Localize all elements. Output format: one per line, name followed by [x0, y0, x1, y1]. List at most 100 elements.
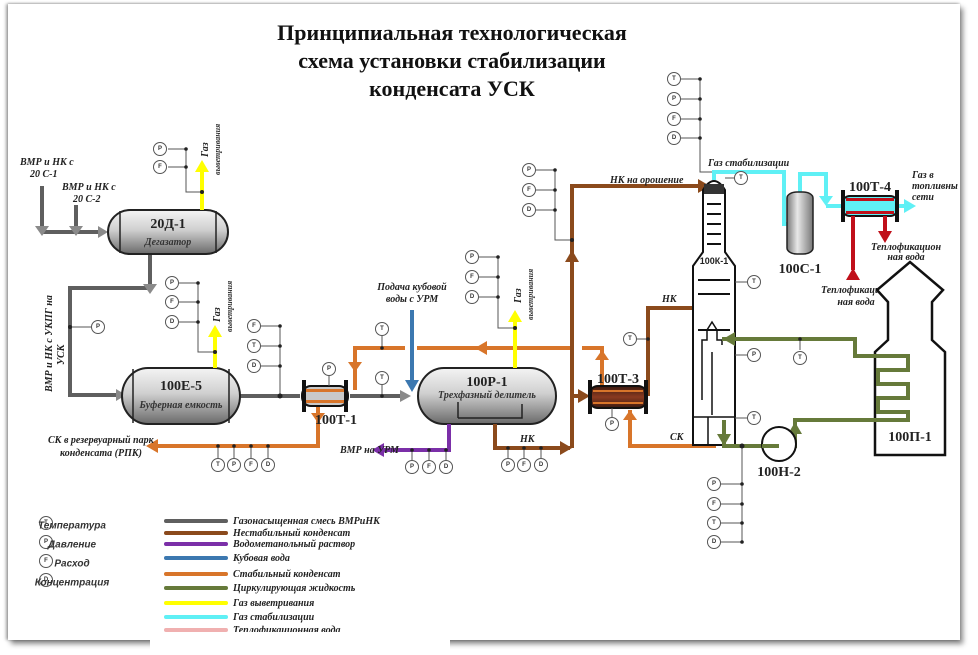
- instrument-p-icon: P: [667, 92, 681, 106]
- separator-nk-outlet: [493, 424, 570, 450]
- furnace-coil-loop: [722, 337, 910, 448]
- buffer-gas-label-l1: Газ: [212, 307, 223, 323]
- heat-exchanger-100t4[interactable]: 100Т-4: [841, 180, 899, 222]
- legend-line-label: Кубовая вода: [232, 553, 290, 564]
- instrument-p-icon: P: [405, 460, 419, 474]
- legend-instrument-label: Температура: [38, 521, 106, 532]
- instrument-f-icon: F: [707, 497, 721, 511]
- instrument-p-icon: [39, 535, 53, 549]
- degasser-20d1[interactable]: 20Д-1 Дегазатор: [107, 209, 229, 255]
- heat-exchanger-100t1[interactable]: 100Т-1: [301, 375, 357, 428]
- svg-text:P: P: [527, 167, 531, 173]
- legend-line-label: Теплофикационная вода: [233, 625, 340, 636]
- heating-water-pipes: Теплофикацион ная вода Теплофикацион ная…: [821, 216, 941, 308]
- instrument-t-icon: T: [747, 411, 761, 425]
- arrow-icon: [623, 410, 637, 420]
- hx3-tag: 100Т-3: [597, 372, 639, 387]
- legend-line-item: Теплофикационная вода: [164, 625, 340, 636]
- sk-storage-label-l2: конденсата (РПК): [60, 448, 142, 459]
- heat-exchanger-100t3[interactable]: 100Т-3: [588, 372, 648, 418]
- legend-line-item: Нестабильный конденсат: [164, 528, 350, 539]
- buffer-outlet-instrument-taps: [260, 324, 283, 399]
- legend-line-label: Стабильный конденсат: [233, 569, 341, 580]
- instrument-f-icon: F: [667, 112, 681, 126]
- three-phase-separator-100p1[interactable]: 100Р-1 Трехфазный делитель: [417, 367, 557, 425]
- instrument-t-icon: T: [211, 458, 225, 472]
- vessel-c1-tag: 100С-1: [779, 262, 822, 277]
- ukpg-label-l1: ВМР и НК с УКПГ на: [44, 295, 55, 393]
- degasser-weathering-gas: Газ выветривания: [168, 124, 222, 210]
- buffer-tag: 100Е-5: [160, 379, 202, 394]
- arrow-icon: [578, 389, 590, 403]
- degasser-gas-label-l1: Газ: [200, 142, 211, 158]
- nk-feed-pipe: [646, 306, 694, 396]
- legend-instrument-item: F Расход: [39, 554, 90, 570]
- svg-text:D: D: [252, 363, 257, 369]
- circulating-liquid-arrows: [717, 332, 802, 446]
- instrument-f-icon: F: [522, 183, 536, 197]
- fuel-gas-label-l2: топливны: [912, 181, 958, 192]
- svg-text:P: P: [44, 539, 48, 545]
- arrow-icon: [846, 268, 860, 280]
- legend-instrument-label: Расход: [54, 559, 89, 570]
- separator-gas-label-l2: выветривания: [526, 269, 535, 320]
- pump-100n2[interactable]: 100Н-2: [757, 426, 801, 480]
- svg-text:F: F: [44, 558, 48, 564]
- title-line-3: конденсата УСК: [369, 76, 535, 101]
- sk-return-instrument-tap: [380, 336, 384, 398]
- instrument-p-icon: P: [501, 458, 515, 472]
- arrow-icon: [788, 422, 802, 434]
- unstable-condensate-pipes: [493, 184, 700, 450]
- instrument-p-icon: P: [322, 362, 336, 376]
- stabilization-column-100k1[interactable]: 100К-1: [692, 180, 736, 446]
- instrument-f-icon: F: [153, 160, 167, 174]
- instrument-t-icon: T: [375, 371, 389, 385]
- instrument-p-icon: P: [747, 348, 761, 362]
- legend-line-item: Кубовая вода: [164, 553, 290, 564]
- svg-text:P: P: [327, 366, 331, 372]
- instrument-t-icon: T: [667, 72, 681, 86]
- svg-text:P: P: [506, 462, 510, 468]
- arrow-icon: [146, 439, 158, 453]
- instrument-t-icon: T: [247, 339, 261, 353]
- svg-text:P: P: [96, 324, 100, 330]
- heat-water-in-l2: ная вода: [837, 297, 874, 308]
- svg-text:P: P: [672, 96, 676, 102]
- arrow-icon: [565, 250, 579, 262]
- degasser-gas-label-l2: выветривания: [213, 124, 222, 175]
- svg-text:F: F: [672, 116, 676, 122]
- arrow-icon: [400, 390, 411, 402]
- legend-line-item: Циркулирующая жидкость: [164, 583, 356, 594]
- arrow-icon: [723, 332, 735, 346]
- arrow-icon: [878, 231, 892, 243]
- instrument-f-icon: F: [165, 295, 179, 309]
- legend-line-label: Газонасыщенная смесь ВМРиНК: [232, 516, 381, 527]
- svg-text:D: D: [266, 462, 271, 468]
- instrument-t-icon: T: [375, 322, 389, 336]
- furnace-tag: 100П-1: [888, 430, 932, 445]
- feed2-label-l1: ВМР и НК с: [61, 182, 116, 193]
- instrument-d-icon: D: [534, 458, 548, 472]
- svg-text:P: P: [410, 464, 414, 470]
- sk-storage-instrument-taps: [216, 444, 270, 458]
- buffer-tank-100e5[interactable]: 100Е-5 Буферная емкость: [121, 367, 241, 425]
- arrow-icon: [143, 284, 157, 294]
- separator-weathering-gas: Газ выветривания: [478, 255, 535, 368]
- svg-text:F: F: [427, 464, 431, 470]
- arrow-icon: [904, 199, 916, 213]
- instrument-t-icon: T: [793, 351, 807, 365]
- gas-mix-pipes: [40, 186, 404, 398]
- svg-text:T: T: [380, 326, 384, 332]
- nk-instrument-taps: [506, 168, 650, 458]
- ukpg-label-l2: УСК: [56, 343, 67, 365]
- fuel-gas-label-l1: Газ в: [911, 170, 934, 181]
- feed2-label-l2: 20 С-2: [72, 194, 101, 205]
- instrument-d-icon: D: [261, 458, 275, 472]
- separator-tag: 100Р-1: [466, 375, 507, 390]
- instrument-p-icon: P: [91, 320, 105, 334]
- water-methanol-outlet: ВМР на УРМ: [339, 424, 451, 460]
- arrow-icon: [98, 226, 108, 238]
- sk-label: СК: [670, 432, 685, 443]
- svg-text:T: T: [252, 343, 256, 349]
- vessel-100c1[interactable]: 100С-1: [779, 191, 822, 277]
